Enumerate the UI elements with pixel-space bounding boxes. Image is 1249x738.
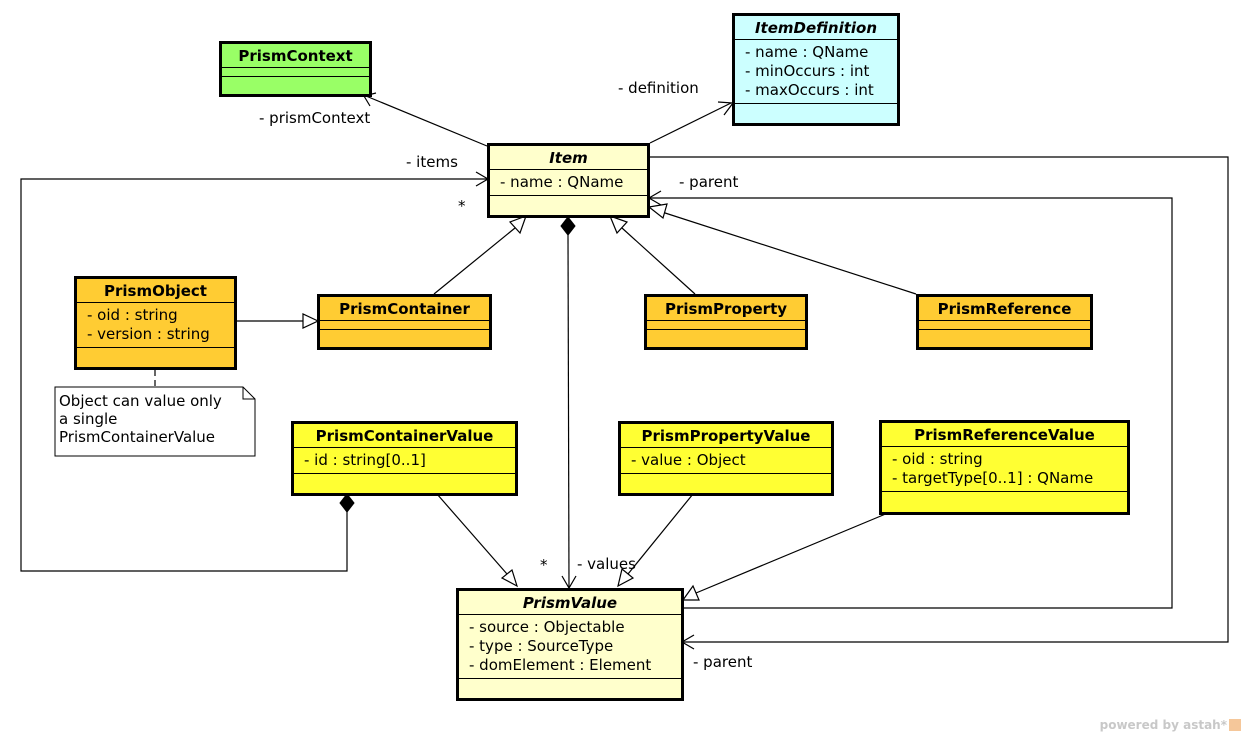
label-values-multiplicity: *: [540, 556, 548, 574]
attribute: - oid : string: [892, 450, 983, 468]
triangle-reference-icon: [647, 203, 668, 220]
diamond-containervalue-icon: [339, 493, 355, 513]
class-item[interactable]: Item - name : QName: [487, 143, 650, 218]
note-line: a single: [59, 410, 118, 428]
label-items: - items: [406, 153, 458, 171]
assoc-parent-item: [650, 197, 1173, 609]
class-prism-object[interactable]: PrismObject - oid : string - version : s…: [74, 276, 237, 370]
watermark: powered by astah*: [1100, 718, 1241, 732]
attribute-compartment: - value : Object: [621, 448, 831, 474]
gen-property-item: [621, 227, 696, 295]
diamond-item-icon: [560, 216, 576, 236]
attribute: - source : Objectable: [469, 618, 625, 636]
triangle-referencevalue-icon: [681, 584, 700, 601]
class-prism-container[interactable]: PrismContainer: [317, 294, 492, 350]
assoc-item-definition: [649, 102, 732, 144]
attribute: - type : SourceType: [469, 637, 614, 655]
attribute: - targetType[0..1] : QName: [892, 469, 1094, 487]
class-prism-value[interactable]: PrismValue - source : Objectable - type …: [456, 588, 684, 701]
attribute-compartment: - name : QName: [490, 170, 647, 196]
class-name: PrismObject: [77, 279, 234, 303]
attribute-compartment: - oid : string - targetType[0..1] : QNam…: [882, 447, 1127, 492]
label-definition: - definition: [618, 79, 699, 97]
note-line: Object can value only: [59, 392, 222, 410]
class-name: PrismContainerValue: [294, 424, 515, 448]
note: Object can value only a single PrismCont…: [55, 389, 255, 456]
attribute: - maxOccurs : int: [745, 81, 874, 99]
label-parent-item: - parent: [679, 173, 739, 191]
label-prism-context: - prismContext: [259, 109, 371, 127]
attribute: - name : QName: [745, 43, 869, 61]
watermark-text: powered by astah*: [1099, 718, 1227, 732]
class-prism-container-value[interactable]: PrismContainerValue - id : string[0..1]: [291, 421, 518, 496]
gen-container-item: [433, 227, 516, 295]
class-prism-property[interactable]: PrismProperty: [644, 294, 808, 350]
attribute-compartment: [320, 321, 489, 330]
assoc-values: [567, 234, 570, 589]
note-fold: [242, 387, 255, 400]
class-prism-context[interactable]: PrismContext: [219, 41, 372, 97]
triangle-propertyvalue-icon: [617, 567, 635, 588]
attribute: - value : Object: [631, 451, 746, 469]
class-prism-reference-value[interactable]: PrismReferenceValue - oid : string - tar…: [879, 420, 1130, 515]
attribute-compartment: - id : string[0..1]: [294, 448, 515, 474]
class-name: PrismContainer: [320, 297, 489, 321]
label-parent-value: - parent: [693, 653, 753, 671]
class-name: PrismContext: [222, 44, 369, 68]
class-item-definition[interactable]: ItemDefinition - name : QName - minOccur…: [732, 13, 900, 126]
class-name: PrismProperty: [647, 297, 805, 321]
gen-containervalue-value: [436, 493, 508, 575]
assoc-items: [20, 178, 487, 572]
attribute-compartment: [647, 321, 805, 330]
triangle-container-icon: [508, 214, 527, 235]
attribute: - domElement : Element: [469, 656, 652, 674]
attribute: - id : string[0..1]: [304, 451, 426, 469]
gen-referencevalue-value: [695, 512, 889, 594]
class-prism-reference[interactable]: PrismReference: [916, 294, 1093, 350]
class-prism-property-value[interactable]: PrismPropertyValue - value : Object: [618, 421, 834, 496]
class-name: PrismReference: [919, 297, 1090, 321]
label-values: - values: [577, 555, 636, 573]
astah-logo-icon: [1229, 719, 1241, 731]
class-name: Item: [490, 146, 647, 170]
gen-reference-item: [661, 211, 917, 295]
label-items-multiplicity: *: [458, 197, 466, 215]
class-name: PrismReferenceValue: [882, 423, 1127, 447]
attribute: - minOccurs : int: [745, 62, 870, 80]
attribute-compartment: - name : QName - minOccurs : int - maxOc…: [735, 40, 897, 104]
triangle-property-icon: [608, 214, 629, 235]
note-shape: [54, 386, 256, 457]
attribute: - version : string: [87, 325, 210, 343]
attribute: - name : QName: [500, 173, 624, 191]
triangle-object-icon: [302, 313, 320, 329]
attribute-compartment: - source : Objectable - type : SourceTyp…: [459, 615, 681, 679]
class-name: PrismPropertyValue: [621, 424, 831, 448]
class-name: PrismValue: [459, 591, 681, 615]
note-line: PrismContainerValue: [59, 428, 216, 446]
attribute-compartment: [919, 321, 1090, 330]
assoc-parent-value: [650, 156, 1229, 643]
gen-propertyvalue-value: [627, 493, 694, 575]
assoc-item-context: [365, 95, 488, 147]
attribute: - oid : string: [87, 306, 178, 324]
attribute-compartment: - oid : string - version : string: [77, 303, 234, 348]
attribute-compartment: [222, 68, 369, 77]
triangle-containervalue-icon: [500, 568, 519, 588]
class-name: ItemDefinition: [735, 16, 897, 40]
